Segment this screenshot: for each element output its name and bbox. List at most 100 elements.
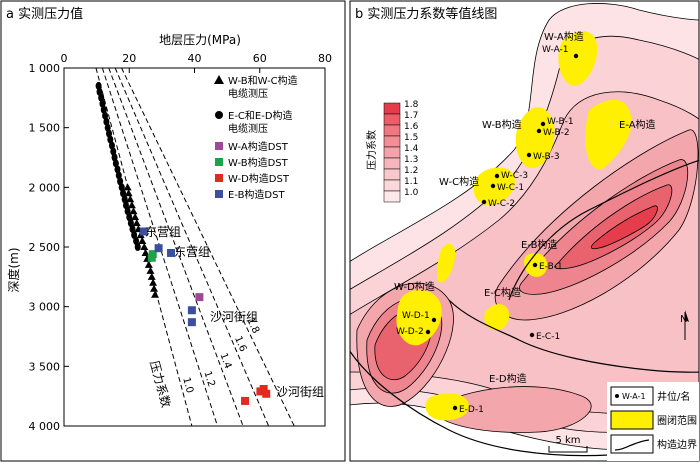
colorbar-tick: 1.4: [404, 144, 419, 154]
well-label: W-C-2: [488, 199, 515, 209]
contour-ed-1: [428, 386, 592, 433]
data-point: [131, 231, 138, 240]
well-dot: [481, 199, 487, 205]
well-label: W-A-1: [542, 45, 569, 55]
wells: W-A-1W-B-1W-B-2W-B-3W-C-3W-C-1W-C-2E-B-1…: [396, 45, 579, 415]
coef-label: 1.2: [201, 370, 216, 389]
colorbar-tick: 1.8: [404, 100, 419, 110]
legend-marker: [215, 190, 223, 198]
structure-label: W-A构造: [544, 30, 584, 43]
data-point: [95, 81, 102, 90]
data-point: [140, 243, 149, 250]
well-label: E-D-1: [459, 405, 484, 415]
data-point: [126, 195, 135, 203]
colorbar-swatch: [383, 179, 401, 192]
trap-wb: [515, 107, 555, 169]
data-point: [146, 266, 155, 274]
well-dot: [452, 405, 458, 411]
y-tick-label: 2 500: [29, 241, 61, 254]
legend-well-box: [610, 386, 654, 406]
x-tick-label: 40: [188, 52, 202, 65]
legend-well-dot: [615, 394, 619, 398]
well-dot: [536, 128, 542, 134]
well-dot: [431, 317, 437, 323]
well-label: W-B-2: [543, 128, 570, 138]
data-points: [95, 81, 271, 405]
x-tick-label: 60: [253, 52, 267, 65]
colorbar-tick: 1.3: [404, 155, 418, 165]
legend-marker: [215, 174, 223, 182]
data-point: [187, 306, 196, 315]
y-tick-label: 3 500: [29, 360, 61, 373]
legend-marker: [214, 75, 224, 84]
colorbar-tick: 1.0: [404, 188, 419, 198]
well-label: E-C-1: [536, 332, 560, 342]
well-label: W-D-2: [396, 327, 424, 337]
well-dot: [540, 121, 546, 127]
north-label: N: [680, 314, 687, 325]
legend-entry: W-D构造DST: [228, 172, 290, 185]
structure-label: W-B构造: [482, 118, 522, 131]
data-point: [195, 293, 204, 302]
contour-map: b 实测压力系数等值线图 1.81.71.61.51.41.31.21.11.0…: [349, 0, 700, 462]
well-dot: [532, 262, 538, 268]
well-label: W-D-1: [402, 311, 430, 321]
colorbar-tick: 1.1: [404, 177, 418, 187]
data-point: [123, 183, 132, 191]
well-dot: [526, 152, 532, 158]
coef-line: [114, 67, 270, 427]
well-label: W-C-1: [497, 183, 524, 193]
legend-entry: W-A构造DST: [228, 140, 289, 153]
structure-label: E-B构造: [521, 238, 557, 251]
title-bg: [351, 2, 506, 24]
annotation-dongying-1: 东营组: [145, 225, 181, 239]
legend-well-label: 井位/名: [657, 390, 690, 403]
colorbar-swatch: [383, 102, 401, 115]
legend-trap-swatch: [610, 410, 654, 430]
y-axis-title: 深度(m): [6, 247, 21, 292]
y-tick-label: 1 500: [29, 122, 61, 135]
scale-label: 5 km: [555, 435, 580, 446]
data-point: [167, 248, 176, 257]
legend-entry: E-C和E-D构造电缆测压: [228, 109, 293, 135]
data-point: [138, 237, 147, 245]
well-dot: [425, 329, 431, 335]
data-point: [141, 248, 150, 256]
colorbar: 1.81.71.61.51.41.31.21.11.0: [378, 97, 438, 208]
data-point: [262, 389, 271, 398]
trap-ea: [585, 99, 632, 170]
colorbar-tick: 1.5: [404, 133, 418, 143]
legend-boundary-line: [614, 439, 650, 451]
colorbar-tick: 1.6: [404, 122, 419, 132]
legend-entry: W-B构造DST: [228, 156, 289, 169]
data-point: [241, 396, 250, 405]
colorbar-label: 压力系数: [365, 130, 378, 170]
well-label: E-B-1: [539, 262, 563, 272]
contour-eb-3: [554, 184, 673, 270]
legend-well-symbol: W-A-1: [622, 392, 646, 401]
data-point: [139, 227, 148, 236]
data-point: [154, 244, 163, 253]
legend-entry: W-B和W-C构造电缆测压: [228, 74, 298, 100]
data-point: [259, 385, 268, 394]
contour-eb-4: [590, 205, 658, 250]
data-point: [127, 201, 136, 209]
legend-marker: [215, 142, 223, 150]
structure-label: W-D构造: [394, 280, 435, 293]
trap-wa: [558, 31, 598, 86]
annotation-shahejie-1: 沙河街组: [210, 310, 258, 324]
panel-a-border: [0, 0, 346, 462]
data-point: [129, 207, 138, 215]
coef-label: 1.0: [180, 376, 195, 394]
well-label: W-B-3: [533, 152, 560, 162]
data-point: [147, 272, 156, 280]
legend-boundary-label: 构造边界: [657, 438, 697, 451]
panel-a-title: a 实测压力值: [6, 6, 83, 22]
colorbar-swatch: [383, 190, 401, 203]
colorbar-swatch: [383, 168, 401, 181]
panel-b-title: b 实测压力系数等值线图: [355, 6, 497, 22]
